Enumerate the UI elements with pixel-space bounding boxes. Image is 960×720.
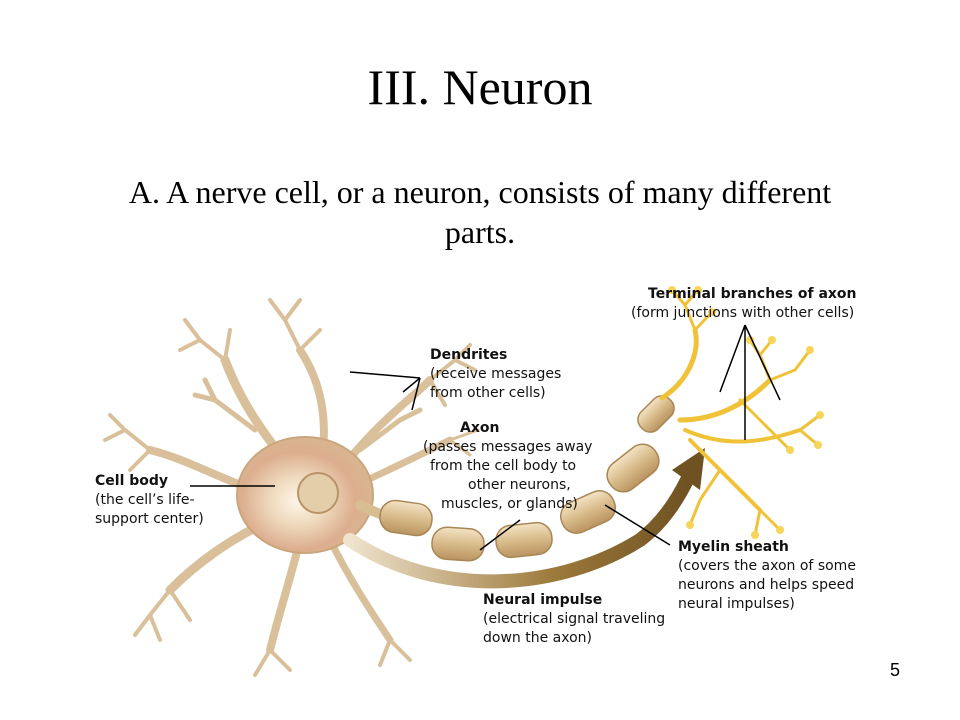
svg-text:Dendrites: Dendrites xyxy=(430,347,507,363)
neural-impulse-arrow xyxy=(343,471,695,589)
slide-title: III. Neuron xyxy=(367,59,593,115)
axon-leader-line xyxy=(479,519,521,551)
myelin-sheath-graphic xyxy=(379,395,675,562)
svg-text:from other cells): from other cells) xyxy=(430,385,546,401)
leader-lines xyxy=(190,324,781,551)
terminal-leader-line xyxy=(719,324,781,440)
svg-text:other neurons,: other neurons, xyxy=(468,477,571,493)
svg-text:Terminal branches of axon: Terminal branches of axon xyxy=(648,286,857,302)
nucleus-graphic xyxy=(297,472,339,514)
myelin-leader-line xyxy=(604,504,671,546)
svg-text:Neural impulse: Neural impulse xyxy=(483,592,602,608)
page-number: 5 xyxy=(889,660,900,680)
svg-text:Myelin sheath: Myelin sheath xyxy=(678,539,789,555)
neural-impulse-arrowhead xyxy=(672,448,705,490)
axon-label: Axon (passes messages away from the cell… xyxy=(423,420,592,512)
svg-text:Axon: Axon xyxy=(460,420,499,436)
dendrites-leader-line xyxy=(349,371,421,411)
svg-text:Cell body: Cell body xyxy=(95,473,168,489)
neural-impulse-label: Neural impulse (electrical signal travel… xyxy=(483,592,665,646)
terminal-knobs-graphic xyxy=(668,286,824,539)
svg-text:muscles, or glands): muscles, or glands) xyxy=(441,496,578,512)
myelin-sheath-label: Myelin sheath (covers the axon of some n… xyxy=(678,539,856,612)
svg-text:neurons and helps speed: neurons and helps speed xyxy=(678,577,854,593)
svg-text:(passes messages away: (passes messages away xyxy=(423,439,592,455)
svg-text:neural impulses): neural impulses) xyxy=(678,596,795,612)
svg-text:from the cell body to: from the cell body to xyxy=(430,458,576,474)
svg-text:(form junctions with other cel: (form junctions with other cells) xyxy=(631,305,854,321)
svg-text:(covers the axon of some: (covers the axon of some xyxy=(678,558,856,574)
svg-text:(receive messages: (receive messages xyxy=(430,366,561,382)
terminal-branches-graphic xyxy=(659,288,822,537)
terminal-branches-label: Terminal branches of axon (form junction… xyxy=(631,286,857,321)
svg-text:(electrical signal traveling: (electrical signal traveling xyxy=(483,611,665,627)
svg-text:support center): support center) xyxy=(95,511,204,527)
cell-body-label: Cell body (the cell’s life- support cent… xyxy=(95,473,204,527)
slide-subtitle: A. A nerve cell, or a neuron, consists o… xyxy=(128,174,832,250)
svg-text:down the axon): down the axon) xyxy=(483,630,592,646)
dendrites-label: Dendrites (receive messages from other c… xyxy=(430,347,561,401)
svg-text:(the cell’s life-: (the cell’s life- xyxy=(95,492,195,508)
